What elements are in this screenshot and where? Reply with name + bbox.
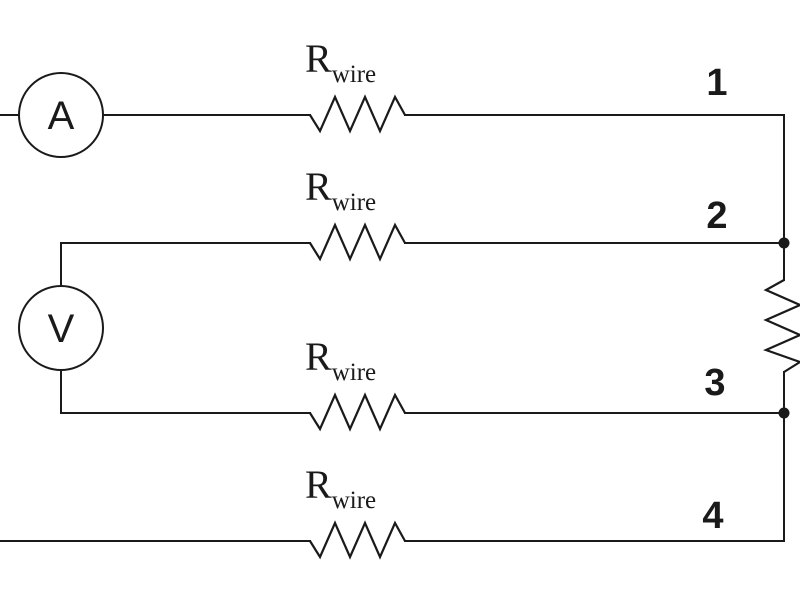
terminal-label-1: 1 bbox=[706, 62, 727, 104]
device-under-test-resistor-icon bbox=[763, 279, 800, 373]
ammeter: A bbox=[18, 72, 104, 158]
wire-resistor-2-label: Rwire bbox=[305, 164, 376, 216]
terminal-label-3: 3 bbox=[704, 362, 725, 404]
junction-node-2 bbox=[778, 237, 790, 249]
terminal-label-4: 4 bbox=[702, 495, 723, 537]
wire-resistor-4-icon bbox=[309, 520, 406, 560]
wire-resistor-4-label: Rwire bbox=[305, 462, 376, 514]
voltmeter-symbol: V bbox=[48, 307, 75, 351]
wire-resistor-3-icon bbox=[309, 392, 406, 432]
wire-resistor-1-label: Rwire bbox=[305, 36, 376, 88]
junction-node-3 bbox=[778, 407, 790, 419]
terminal-label-2: 2 bbox=[706, 195, 727, 237]
wire-resistor-2-icon bbox=[309, 222, 406, 262]
wire-resistor-1-icon bbox=[309, 94, 406, 134]
wire-resistor-3-label: Rwire bbox=[305, 334, 376, 386]
ammeter-symbol: A bbox=[48, 94, 75, 138]
voltmeter: V bbox=[18, 285, 104, 371]
